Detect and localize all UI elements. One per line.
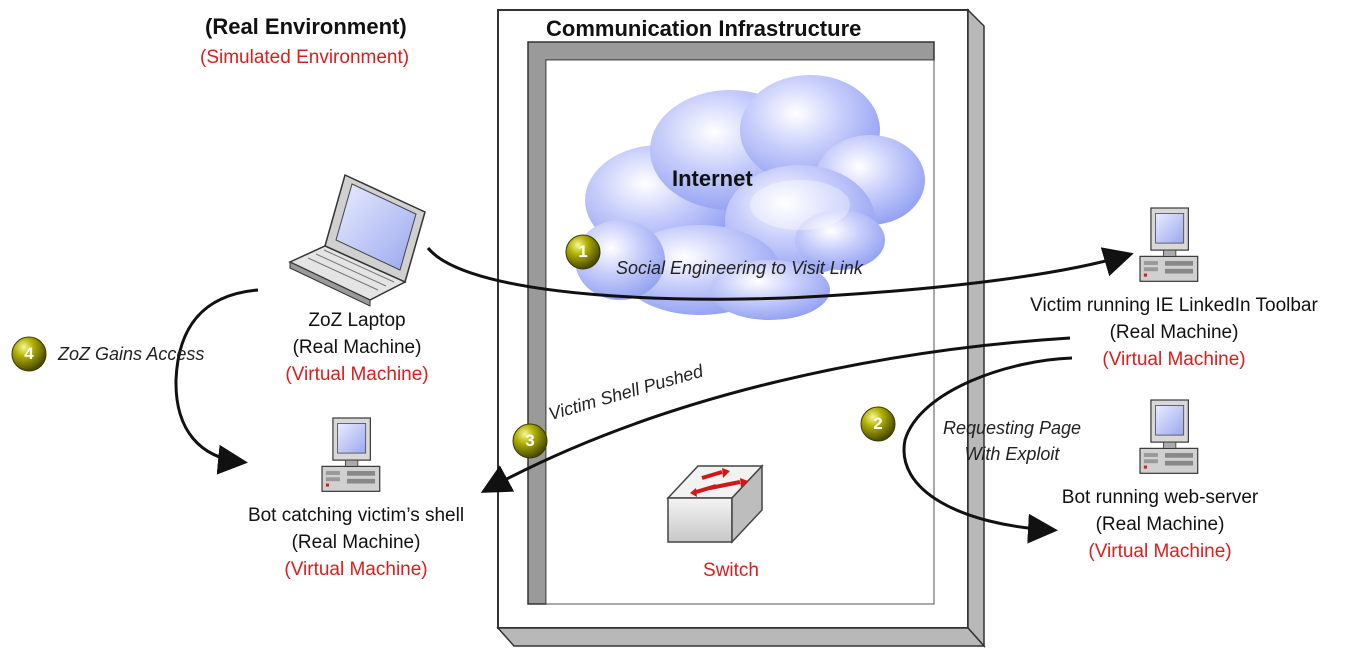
- cloud-icon: [575, 75, 925, 320]
- laptop-virtual-machine: (Virtual Machine): [285, 364, 429, 385]
- step-1-label: Social Engineering to Visit Link: [616, 258, 863, 278]
- step-2-label-line2: With Exploit: [964, 444, 1060, 464]
- desktop-computer-icon: [1139, 207, 1199, 282]
- step-2-arrow: [902, 356, 1073, 544]
- desktop-computer-icon: [321, 417, 381, 492]
- victim-virtual-machine: (Virtual Machine): [1102, 349, 1246, 370]
- victim-name: Victim running IE LinkedIn Toolbar: [1030, 295, 1318, 316]
- bot-web-name: Bot running web-server: [1061, 487, 1259, 508]
- step-3-arrow: [480, 336, 1071, 493]
- bot-shell-real-machine: (Real Machine): [291, 532, 421, 553]
- bot-shell-virtual-machine: (Virtual Machine): [284, 559, 428, 580]
- step-3-number: 3: [525, 431, 535, 450]
- laptop-name: ZoZ Laptop: [308, 310, 406, 331]
- real-environment-heading: (Real Environment): [205, 14, 407, 39]
- step-badge-icon: [11, 234, 896, 459]
- switch-label: Switch: [703, 560, 759, 581]
- bot-web-real-machine: (Real Machine): [1095, 514, 1225, 535]
- step-4-label: ZoZ Gains Access: [58, 344, 205, 364]
- infrastructure-title: Communication Infrastructure: [546, 16, 862, 41]
- network-switch-icon: [666, 464, 764, 544]
- bot-web-virtual-machine: (Virtual Machine): [1088, 541, 1232, 562]
- bot-shell-name: Bot catching victim’s shell: [247, 505, 465, 526]
- step-1-number: 1: [578, 242, 588, 261]
- laptop-real-machine: (Real Machine): [292, 337, 422, 358]
- internet-label: Internet: [672, 166, 753, 191]
- step-2-label-line1: Requesting Page: [942, 418, 1082, 438]
- step-2-number: 2: [873, 414, 883, 433]
- desktop-computer-icon: [1139, 399, 1199, 474]
- step-4-arrow: [174, 288, 259, 475]
- simulated-environment-heading: (Simulated Environment): [200, 47, 410, 68]
- laptop-icon: [288, 173, 426, 307]
- victim-real-machine: (Real Machine): [1109, 322, 1239, 343]
- step-4-number: 4: [24, 344, 34, 363]
- step-1-arrow: [426, 247, 1134, 301]
